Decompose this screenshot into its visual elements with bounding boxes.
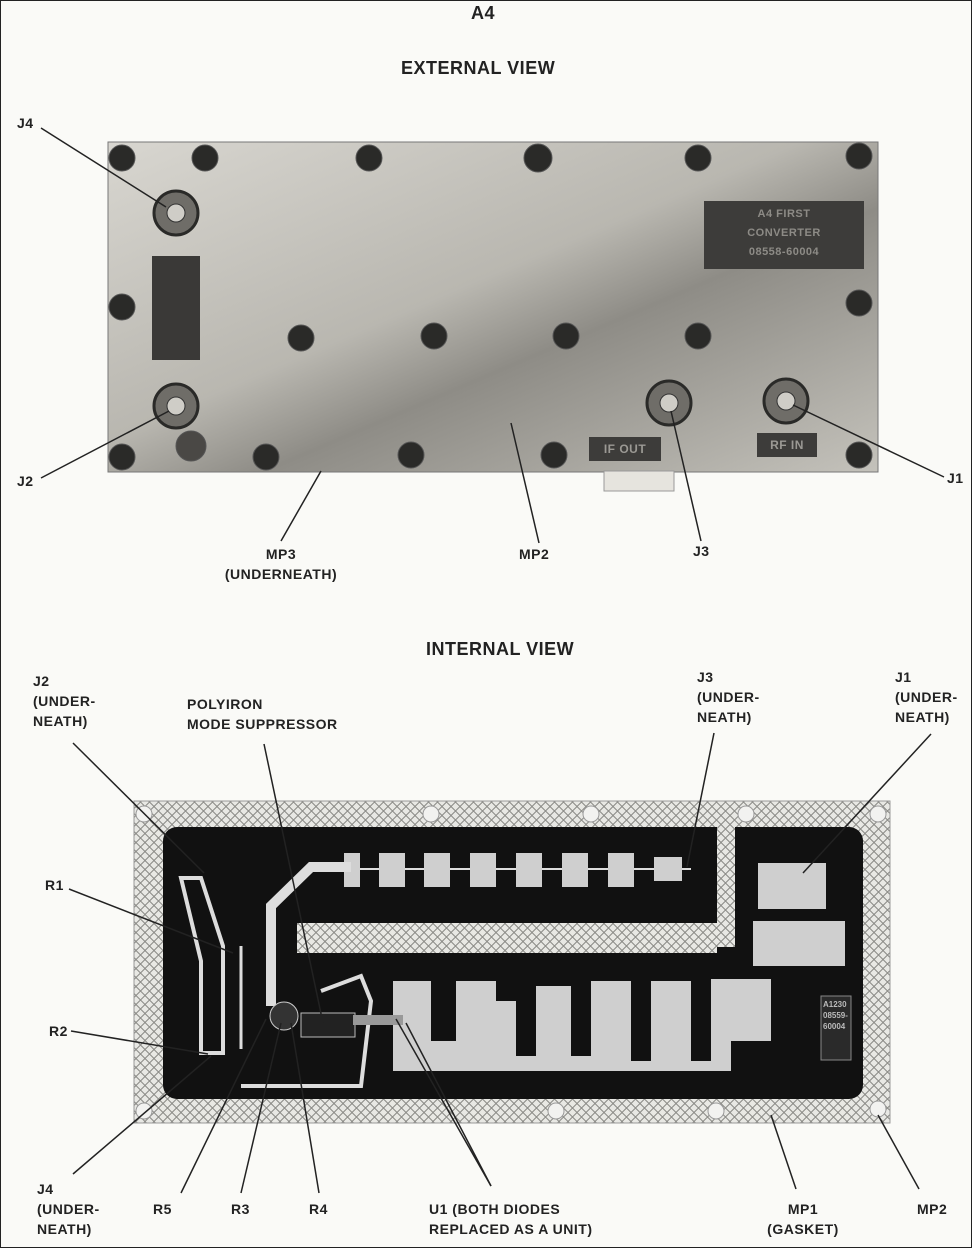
rf-in-plate — [757, 433, 817, 457]
int-label-mp1: MP1 (GASKET) — [767, 1201, 839, 1237]
ext-label-mp3: MP3 (UNDERNEATH) — [224, 546, 338, 582]
int-label-r3: R3 — [231, 1201, 250, 1217]
int-label-polyiron: POLYIRON MODE SUPPRESSOR — [187, 696, 338, 732]
internal-view-title: INTERNAL VIEW — [426, 639, 575, 659]
int-label-u1: U1 (BOTH DIODES REPLACED AS A UNIT) — [429, 1201, 593, 1237]
ext-label-j1: J1 — [947, 470, 964, 486]
converter-plate-text: A4 FIRST CONVERTER 08558-60004 — [747, 208, 821, 258]
board-marking-plate — [820, 995, 852, 1061]
left-label-plate — [152, 256, 200, 360]
int-label-mp2: MP2 — [917, 1201, 948, 1217]
internal-leader-lines — [68, 732, 932, 1194]
int-label-j2: J2 (UNDER- NEATH) — [33, 673, 96, 729]
int-label-r2: R2 — [49, 1023, 68, 1039]
ext-label-j3: J3 — [693, 543, 710, 559]
rf-in-label: RF IN — [770, 438, 804, 452]
int-label-j4: J4 (UNDER- NEATH) — [37, 1181, 100, 1237]
int-label-j3: J3 (UNDER- NEATH) — [697, 669, 760, 725]
internal-board — [133, 800, 891, 1124]
connectors — [152, 189, 810, 430]
int-label-j1: J1 (UNDER- NEATH) — [895, 669, 958, 725]
board-marking-text: A1230 08559-60004 — [823, 1000, 848, 1031]
page-title: A4 — [471, 3, 496, 23]
ext-label-j2: J2 — [17, 473, 34, 489]
ext-label-j4: J4 — [17, 115, 34, 131]
housing-screws — [108, 142, 873, 471]
external-view-title: EXTERNAL VIEW — [401, 58, 556, 78]
int-label-r4: R4 — [309, 1201, 328, 1217]
external-leader-lines — [40, 127, 945, 544]
if-out-plate — [589, 437, 661, 461]
int-label-r5: R5 — [153, 1201, 172, 1217]
int-label-r1: R1 — [45, 877, 64, 893]
ext-label-mp2: MP2 — [519, 546, 550, 562]
converter-housing — [107, 141, 879, 492]
right-label-plate — [704, 201, 864, 269]
if-out-label: IF OUT — [603, 442, 647, 456]
